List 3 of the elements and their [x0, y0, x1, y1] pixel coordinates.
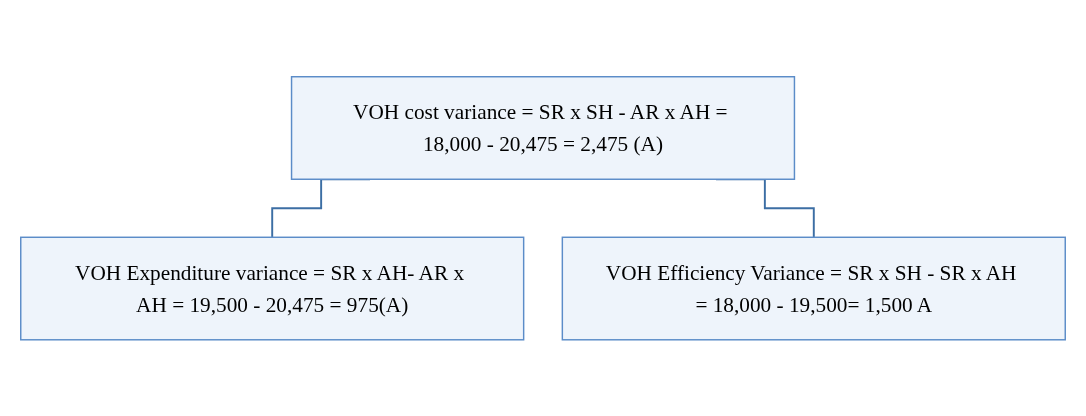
- node-box: VOH cost variance = SR x SH - AR x AH = 18,000 - 20,475 = 2,475 (A): [290, 75, 796, 180]
- node-box: VOH Efficiency Variance = SR x SH - SR x AH = 18,000 - 19,500= 1,500 A: [561, 236, 1066, 341]
- node-box: VOH Expenditure variance = SR x AH- AR x AH = 19,500 - 20,475 = 975(A): [20, 236, 525, 341]
